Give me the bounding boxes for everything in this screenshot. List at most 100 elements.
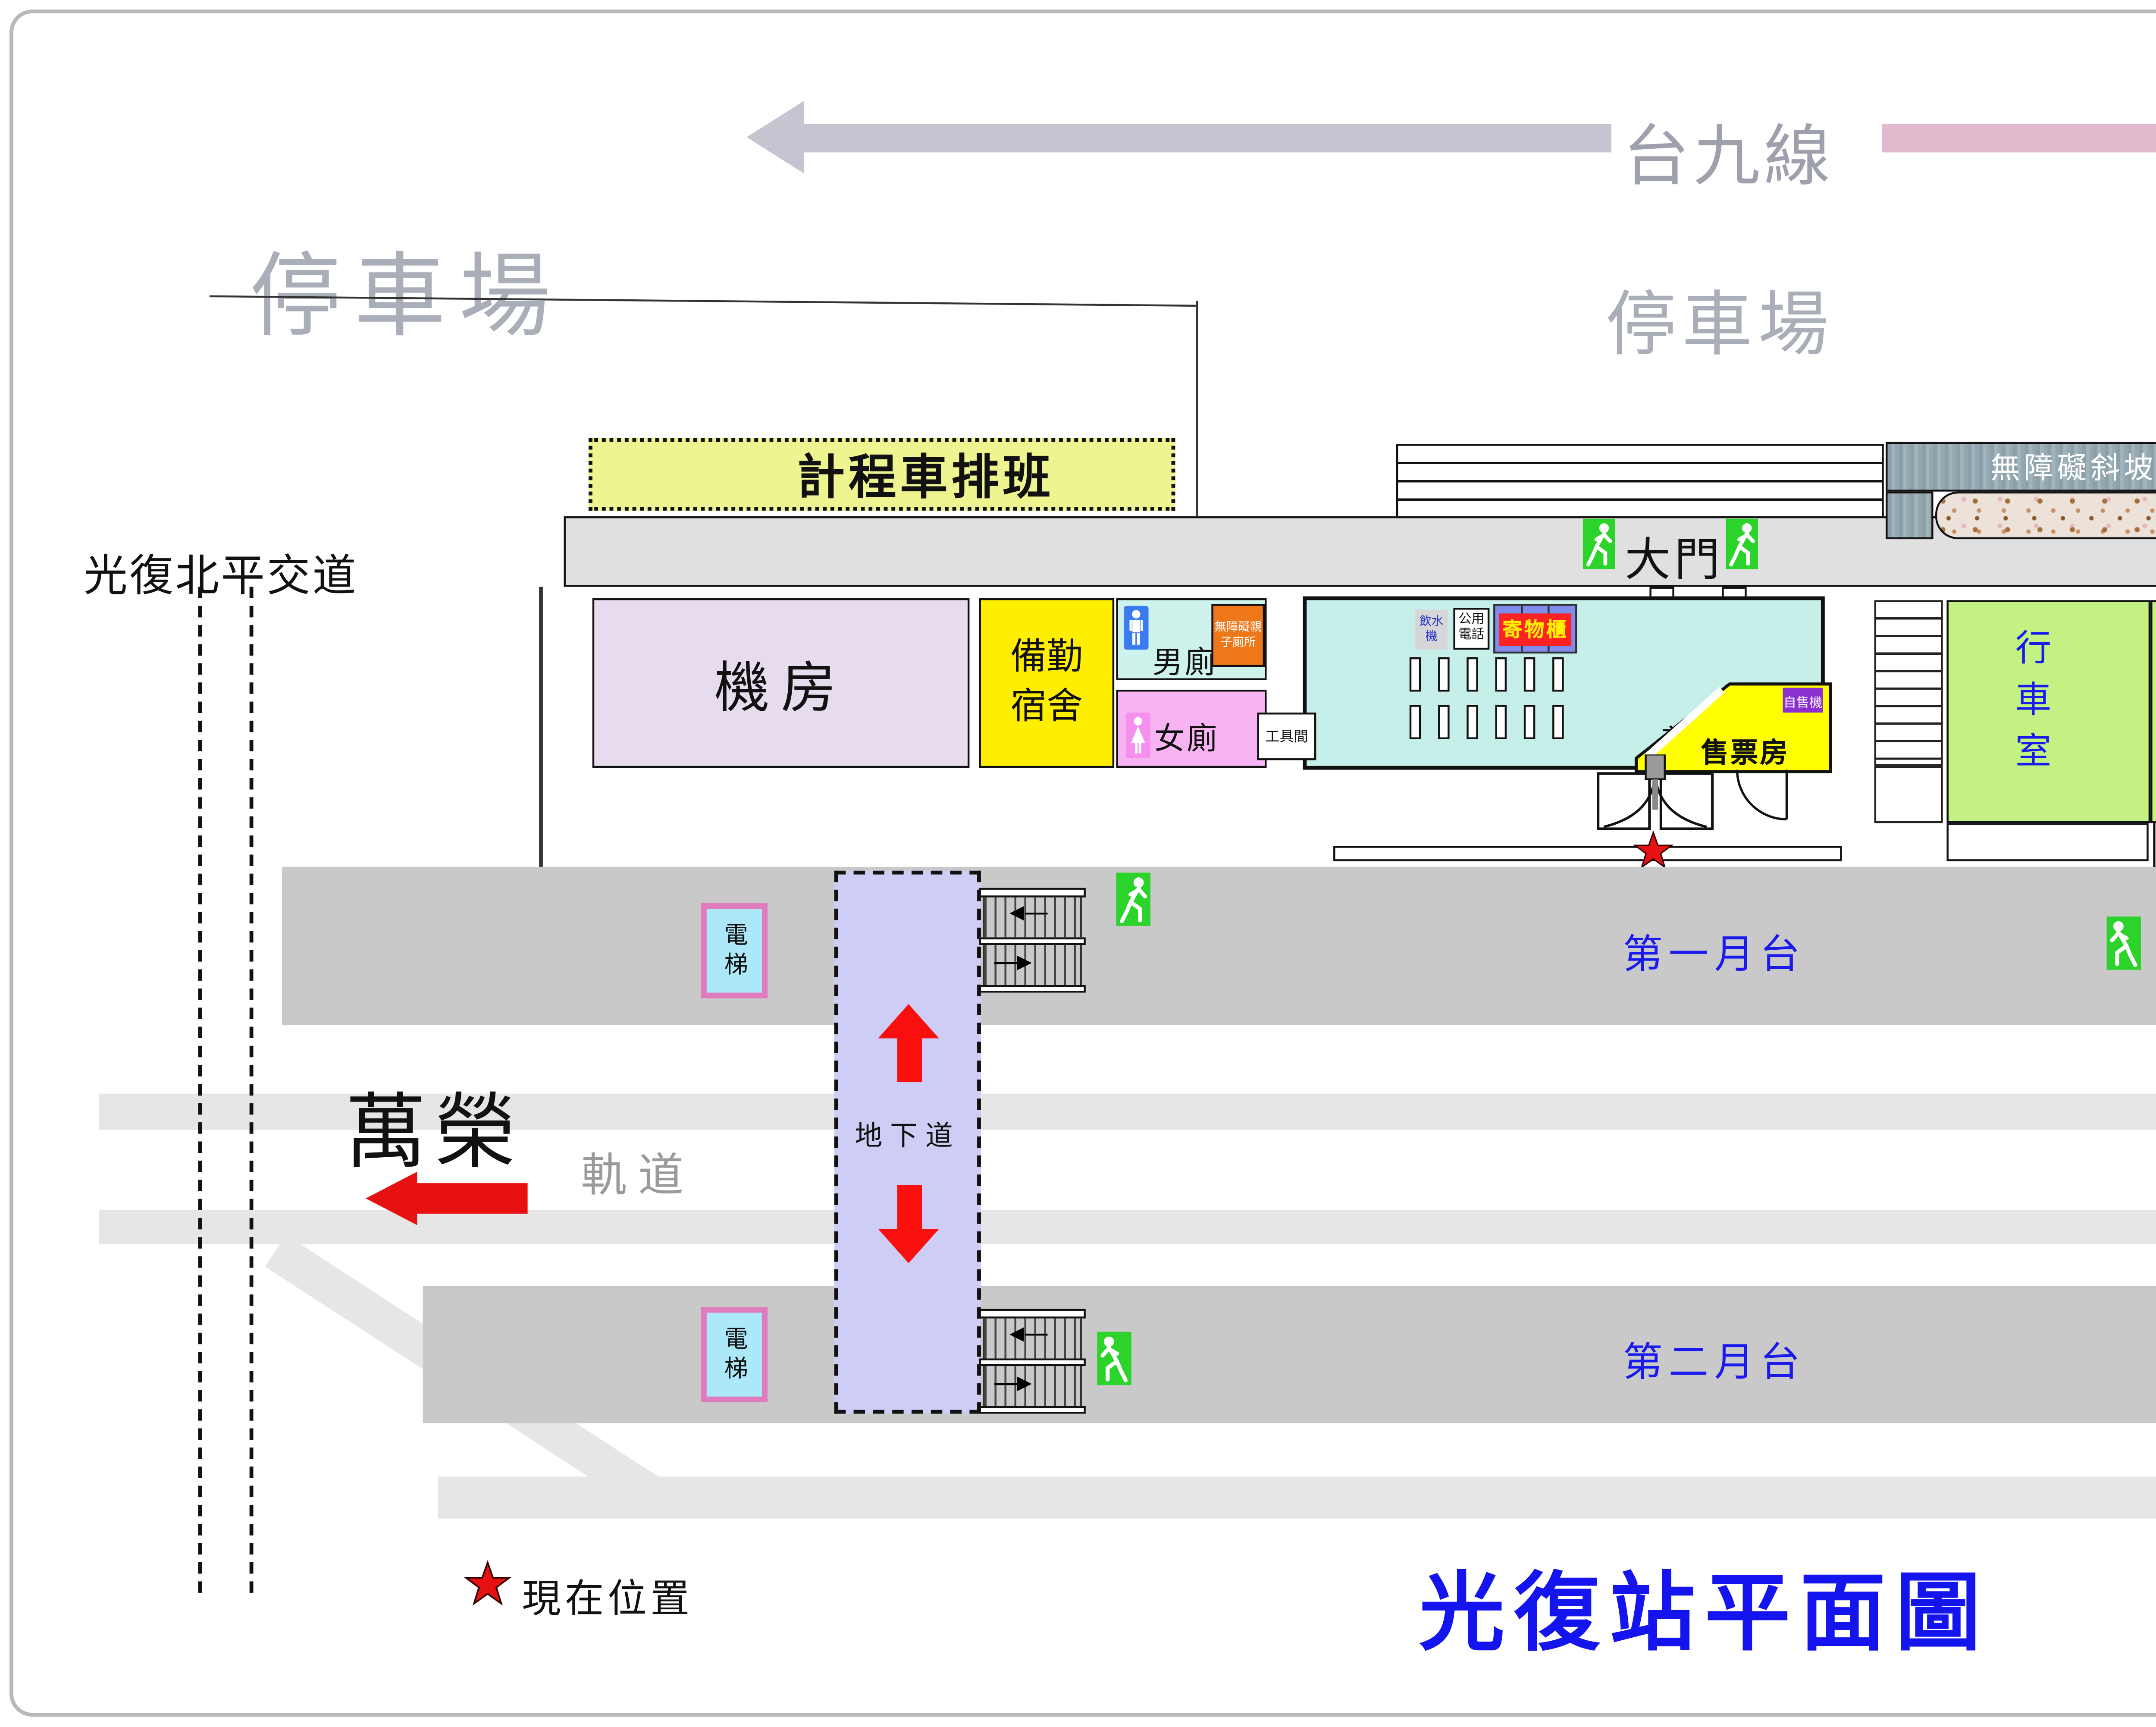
lockers-label: 寄物櫃 xyxy=(1498,612,1572,645)
bench xyxy=(1552,657,1563,692)
bench xyxy=(1467,705,1477,739)
underpass: 地下道 xyxy=(834,870,981,1414)
bench xyxy=(1523,657,1535,692)
bench xyxy=(1467,657,1477,692)
mens-toilet-icon xyxy=(1124,606,1149,650)
stair-ladder-base xyxy=(1874,766,1943,823)
platform-1-label: 第一月台 xyxy=(1623,932,1806,978)
platform-2 xyxy=(423,1286,2156,1423)
accessible-toilet-label: 無障礙親子廁所 xyxy=(1214,620,1262,649)
exit-icon-gate-left xyxy=(1583,518,1615,570)
stairs-down-arrow: ▶ xyxy=(994,954,1032,973)
taxi-stand: 計程車排班 xyxy=(588,438,1175,511)
underpass-arrow-up-shaft xyxy=(896,1036,921,1083)
bench xyxy=(1523,705,1535,739)
stairs-platform2: ◀ ▶ xyxy=(979,1309,1086,1414)
main-gate-label: 大門 xyxy=(1624,537,1724,587)
exit-icon-platform1-east xyxy=(2106,916,2141,970)
tool-room: 工具間 xyxy=(1257,713,1316,760)
elevator-label: 電梯 xyxy=(720,921,747,980)
road-arrow-west xyxy=(746,101,804,173)
turnstile-gate xyxy=(1597,754,1714,830)
underpass-arrow-up xyxy=(878,1004,939,1039)
track-band-3 xyxy=(438,1476,2156,1519)
west-direction-arrow-shaft xyxy=(415,1183,528,1214)
accessible-ramp xyxy=(1935,491,2156,540)
elevator-platform1: 電梯 xyxy=(701,903,768,999)
platform-2-label: 第二月台 xyxy=(1623,1339,1806,1385)
ticket-office-shape xyxy=(1634,682,1832,773)
accessible-toilet-sign: 無障礙親子廁所 xyxy=(1211,604,1265,667)
map-frame xyxy=(9,9,2156,1717)
underpass-label: 地下道 xyxy=(855,1122,961,1153)
ramp-label: 無障礙斜坡道 xyxy=(1990,453,2156,486)
machine-room: 機房 xyxy=(592,598,970,768)
lockers: 寄物櫃 xyxy=(1493,604,1577,654)
exit-icon-platform2 xyxy=(1097,1330,1131,1387)
ticket-office-label: 售票房 xyxy=(1701,739,1790,770)
crossing-line-1 xyxy=(198,587,202,1593)
parking-label-center: 停車場 xyxy=(1605,288,1834,366)
bench xyxy=(1409,657,1420,692)
crossing-label: 光復北平交道 xyxy=(84,553,358,600)
operations-room xyxy=(1946,600,2151,823)
mens-toilet-label: 男廁 xyxy=(1152,647,1217,680)
underpass-arrow-down xyxy=(878,1229,939,1263)
road-label: 台九線 xyxy=(1623,120,1834,195)
public-phone: 公用電話 xyxy=(1453,608,1490,650)
underpass-arrow-down-shaft xyxy=(896,1185,921,1231)
stair-ladder xyxy=(1874,600,1943,766)
duty-dorm: 備勤宿舍 xyxy=(979,598,1115,768)
track-band-2 xyxy=(99,1209,2156,1244)
west-direction-arrow xyxy=(366,1171,417,1225)
machine-room-label: 機房 xyxy=(714,658,848,719)
luggage-room xyxy=(2150,600,2156,823)
stairs-down-arrow: ▶ xyxy=(994,1375,1032,1394)
current-location-star xyxy=(1633,830,1674,869)
stairs-up-arrow: ◀ xyxy=(1009,904,1047,924)
womens-toilet-label: 女廁 xyxy=(1154,724,1219,757)
water-dispenser: 飲水機 xyxy=(1415,609,1448,650)
operations-room-annex xyxy=(1946,823,2149,861)
public-phone-label: 公用電話 xyxy=(1458,613,1485,642)
stairs-platform1: ◀ ▶ xyxy=(979,888,1086,993)
bench xyxy=(1438,705,1449,739)
underpass-label-wrap: 地下道 xyxy=(838,1115,977,1155)
tool-room-label: 工具間 xyxy=(1265,728,1308,745)
track-band-1 xyxy=(99,1093,2156,1130)
map-title: 光復站平面圖 xyxy=(1419,1566,1991,1661)
taxi-stand-label: 計程車排班 xyxy=(797,453,1054,505)
gate-barrier-bar xyxy=(1333,846,1842,861)
ticket-vending: 自售機 xyxy=(1783,688,1823,713)
track-label-west: 軌道 xyxy=(581,1152,696,1203)
platform-1 xyxy=(282,867,2156,1025)
mens-toilet: 男廁 無障礙親子廁所 xyxy=(1116,598,1267,680)
stairs-up-arrow: ◀ xyxy=(1009,1325,1047,1345)
exit-icon-gate-right xyxy=(1726,518,1758,570)
bench xyxy=(1438,657,1449,692)
bench xyxy=(1495,705,1506,739)
water-dispenser-label: 飲水機 xyxy=(1419,615,1444,643)
elevator-platform2: 電梯 xyxy=(701,1307,768,1403)
operations-room-label: 行車室 xyxy=(2009,628,2050,783)
bench xyxy=(1552,705,1563,739)
ramp-sign-extension xyxy=(1886,491,1934,540)
legend-star-icon xyxy=(463,1560,512,1606)
elevator-label: 電梯 xyxy=(720,1325,747,1385)
road-arrow-east-shaft xyxy=(1882,124,2156,153)
ramp-sign: 無障礙斜坡道 xyxy=(1886,442,2156,492)
duty-dorm-label: 備勤宿舍 xyxy=(1010,638,1083,727)
road-arrow-west-shaft xyxy=(802,124,1612,153)
womens-toilet: 女廁 xyxy=(1116,690,1267,768)
ticket-vending-label: 自售機 xyxy=(1783,696,1822,710)
bench xyxy=(1495,657,1506,692)
exit-icon-platform1-west xyxy=(1116,873,1151,926)
womens-toilet-icon xyxy=(1125,713,1151,759)
bench xyxy=(1409,705,1420,739)
west-wall-line xyxy=(539,587,542,867)
crossing-line-2 xyxy=(249,587,254,1593)
destination-west: 萬榮 xyxy=(345,1090,524,1180)
legend-current-location: 現在位置 xyxy=(522,1579,693,1622)
